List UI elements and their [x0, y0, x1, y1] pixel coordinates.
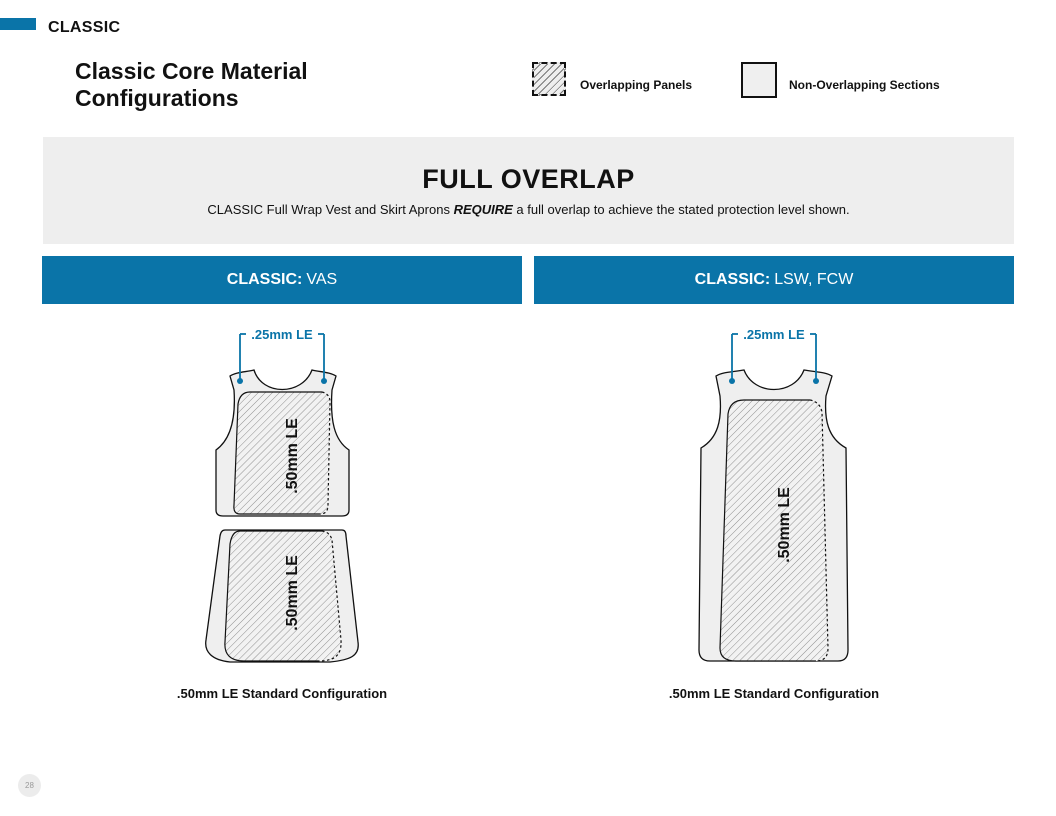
banner-emphasis: REQUIRE [453, 202, 513, 217]
lsw-fcw-apron-diagram [698, 369, 849, 662]
lsw-fcw-shoulder-callout [729, 333, 819, 384]
vas-caption: .50mm LE Standard Configuration [176, 686, 388, 701]
vas-shoulder-label: .25mm LE [251, 327, 313, 342]
page-number: 28 [18, 774, 41, 797]
full-overlap-banner [43, 137, 1014, 244]
lsw-fcw-caption: .50mm LE Standard Configuration [668, 686, 880, 701]
lsw-fcw-shoulder-label: .25mm LE [743, 327, 805, 342]
vas-shoulder-callout [237, 333, 327, 384]
banner-description: CLASSIC Full Wrap Vest and Skirt Aprons … [207, 202, 850, 217]
vas-skirt-label: .50mm LE [284, 555, 301, 631]
non-overlapping-swatch [741, 62, 777, 98]
column-header-vas: CLASSIC:VAS [42, 256, 522, 304]
accent-bar [0, 18, 36, 30]
page-title: Classic Core Material Configurations [75, 58, 308, 111]
non-overlapping-legend-label: Non-Overlapping Sections [789, 78, 940, 92]
section-tag: CLASSIC [48, 19, 121, 36]
lsw-fcw-body-label: .50mm LE [776, 487, 793, 563]
vas-vest-label: .50mm LE [284, 418, 301, 494]
vas-vest-diagram [215, 369, 350, 517]
overlapping-legend-label: Overlapping Panels [580, 78, 693, 92]
vas-skirt-diagram [205, 529, 359, 663]
overlapping-swatch [532, 62, 566, 96]
banner-title: FULL OVERLAP [422, 164, 635, 194]
column-header-lsw-fcw: CLASSIC:LSW, FCW [534, 256, 1014, 304]
